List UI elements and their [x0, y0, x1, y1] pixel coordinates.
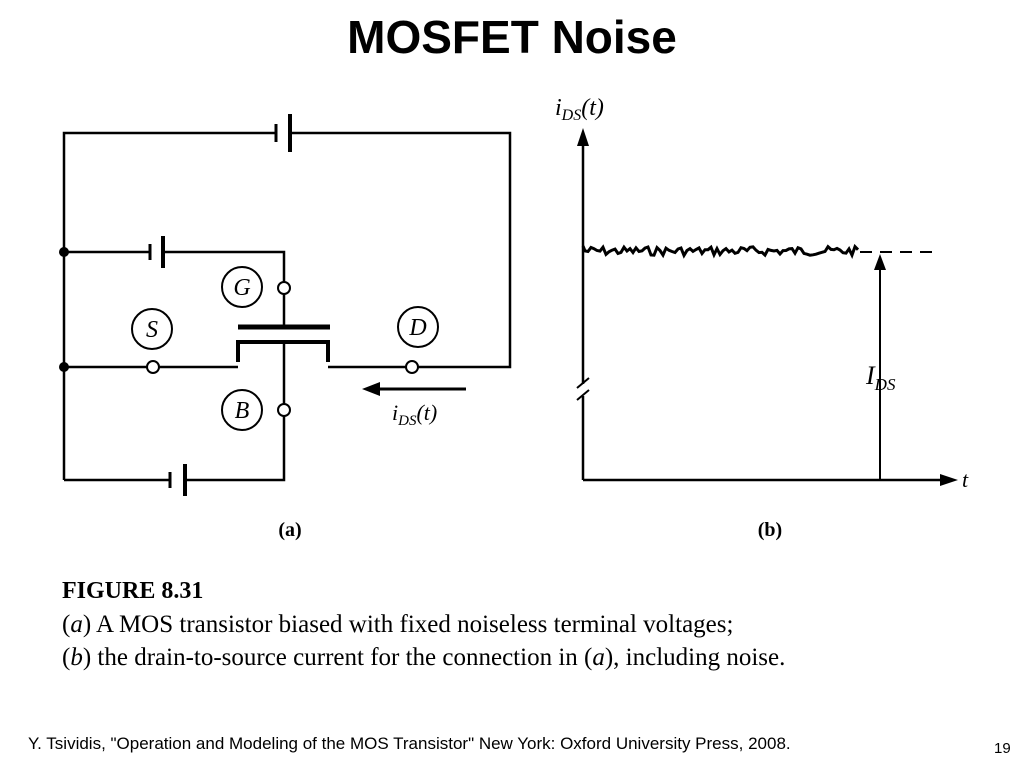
top-wire — [62, 131, 512, 369]
graph-x-label: t — [962, 467, 969, 492]
circuit-current-label: iDS(t) — [392, 400, 437, 429]
gate-bias-wire — [64, 236, 286, 282]
drain-terminal — [405, 360, 419, 374]
gate-terminal — [277, 281, 291, 295]
bulk-bias-wire — [185, 416, 286, 482]
dc-level-arrowhead — [874, 254, 886, 270]
junction-dot — [59, 362, 69, 372]
battery-bulk-bias — [168, 464, 187, 496]
gate-label-circle — [221, 266, 263, 308]
caption-figure-number: FIGURE 8.31 — [62, 578, 204, 604]
slide-title: MOSFET Noise — [347, 11, 677, 63]
panel-label-b: (b) — [758, 519, 782, 541]
drain-label-circle — [397, 306, 439, 348]
drain-label: D — [408, 315, 426, 341]
figure-diagram: G S D B iDS(t) (a) iDS(t) t IDS (b) — [59, 95, 969, 541]
axis-break-mark — [576, 389, 590, 401]
graph-dc-label: IDS — [865, 361, 896, 394]
page-number: 19 — [994, 740, 1011, 757]
battery-drain-bias — [274, 114, 292, 152]
gate-label: G — [233, 275, 250, 301]
bulk-label-circle — [221, 389, 263, 431]
source-terminal — [146, 360, 160, 374]
bulk-terminal — [277, 403, 291, 417]
current-arrow-head — [362, 382, 380, 396]
y-axis-arrowhead — [577, 128, 589, 146]
axis-break-mark — [576, 377, 590, 389]
x-axis-arrowhead — [940, 474, 958, 486]
caption-line-b: (b) the drain-to-source current for the … — [62, 644, 786, 671]
figure-caption: FIGURE 8.31 (a) A MOS transistor biased … — [62, 574, 785, 674]
citation: Y. Tsividis, "Operation and Modeling of … — [28, 734, 791, 753]
bulk-label: B — [235, 398, 250, 424]
circuit-schematic — [59, 114, 512, 496]
graph-y-label: iDS(t) — [555, 95, 604, 124]
source-label-circle — [131, 308, 173, 350]
source-label: S — [146, 317, 158, 343]
panel-label-a: (a) — [278, 519, 301, 541]
caption-line-a: (a) A MOS transistor biased with fixed n… — [62, 611, 734, 638]
noise-graph — [576, 128, 958, 486]
noisy-current-trace — [581, 243, 860, 259]
junction-dot — [59, 247, 69, 257]
